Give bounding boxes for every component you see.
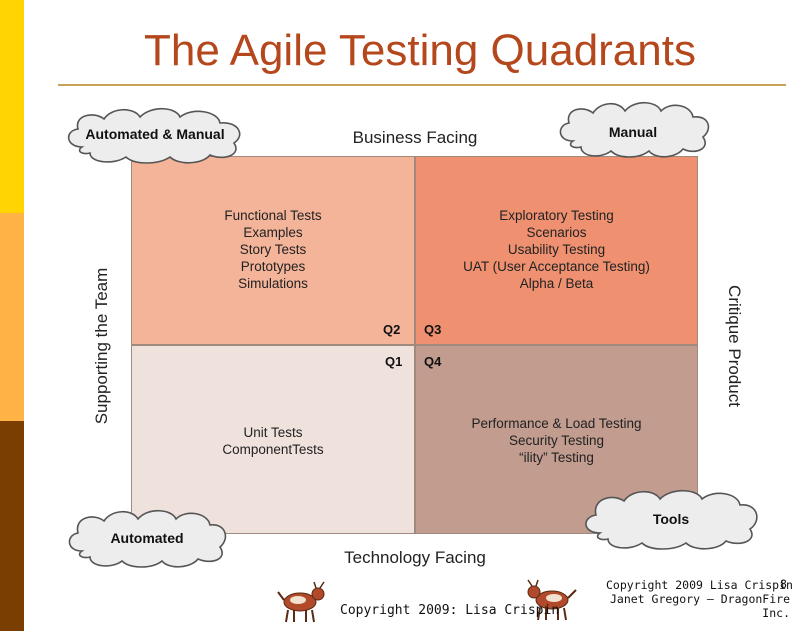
slide-title: The Agile Testing Quadrants xyxy=(144,26,696,75)
axis-label-critique-product: Critique Product xyxy=(725,285,744,407)
q4-items: Performance & Load Testing Security Test… xyxy=(415,415,698,466)
q3-items: Exploratory Testing Scenarios Usability … xyxy=(415,207,698,292)
slide-number: 8 xyxy=(780,577,787,591)
side-bar-yellow xyxy=(0,0,24,213)
q3-item: Exploratory Testing xyxy=(499,208,614,223)
q4-item: “ility” Testing xyxy=(519,450,594,465)
quadrant-q3 xyxy=(415,156,698,345)
q4-item: Performance & Load Testing xyxy=(471,416,642,431)
q2-items: Functional Tests Examples Story Tests Pr… xyxy=(131,207,415,292)
q2-label: Q2 xyxy=(383,322,401,337)
cloud-shape xyxy=(559,101,710,158)
dog-logo-icon xyxy=(277,581,325,623)
axis-label-business-facing: Business Facing xyxy=(352,128,478,147)
q2-item: Story Tests xyxy=(239,242,307,257)
q1-items: Unit Tests ComponentTests xyxy=(131,424,415,458)
q2-item: Prototypes xyxy=(240,259,306,274)
cloud-shape xyxy=(68,509,227,568)
q3-item: Alpha / Beta xyxy=(519,276,594,291)
q2-item: Examples xyxy=(243,225,303,240)
axis-label-technology-facing: Technology Facing xyxy=(344,548,486,567)
q3-item: Scenarios xyxy=(526,225,587,240)
q4-label: Q4 xyxy=(424,354,442,369)
copyright-line: Janet Gregory – DragonFire xyxy=(609,592,790,606)
q4-item: Security Testing xyxy=(508,433,605,448)
cloud-manual: Manual xyxy=(553,97,713,159)
cloud-tools: Tools xyxy=(578,483,764,553)
side-bar-brown xyxy=(0,421,24,631)
q2-item: Functional Tests xyxy=(224,208,322,223)
quadrant-q1 xyxy=(131,345,415,534)
cloud-shape xyxy=(585,489,758,550)
cloud-label: Automated xyxy=(110,530,184,546)
q3-item: Usability Testing xyxy=(507,242,606,257)
copyright-center: Copyright 2009: Lisa Crispin xyxy=(340,603,560,618)
quadrant-q2 xyxy=(131,156,415,345)
q1-item: Unit Tests xyxy=(243,425,303,440)
cloud-label: Automated & Manual xyxy=(85,126,225,142)
q3-label: Q3 xyxy=(424,322,442,337)
q1-label: Q1 xyxy=(385,354,403,369)
cloud-label: Tools xyxy=(652,511,690,527)
axis-label-supporting-team: Supporting the Team xyxy=(92,267,111,425)
dog-logo-icon xyxy=(527,579,577,621)
title-underline xyxy=(58,84,786,86)
q1-item: ComponentTests xyxy=(222,442,324,457)
q3-item: UAT (User Acceptance Testing) xyxy=(463,259,650,274)
copyright-right: Copyright 2009 Lisa Crispin Janet Gregor… xyxy=(606,578,793,620)
copyright-line: Inc. xyxy=(762,606,790,620)
q2-item: Simulations xyxy=(238,276,308,291)
copyright-line: Copyright 2009 Lisa Crispin xyxy=(606,578,793,592)
cloud-shape xyxy=(67,107,241,164)
cloud-label: Manual xyxy=(608,124,658,140)
cloud-automated-manual: Automated & Manual xyxy=(60,103,250,165)
cloud-automated: Automated xyxy=(62,503,232,571)
side-bar-orange xyxy=(0,213,24,421)
